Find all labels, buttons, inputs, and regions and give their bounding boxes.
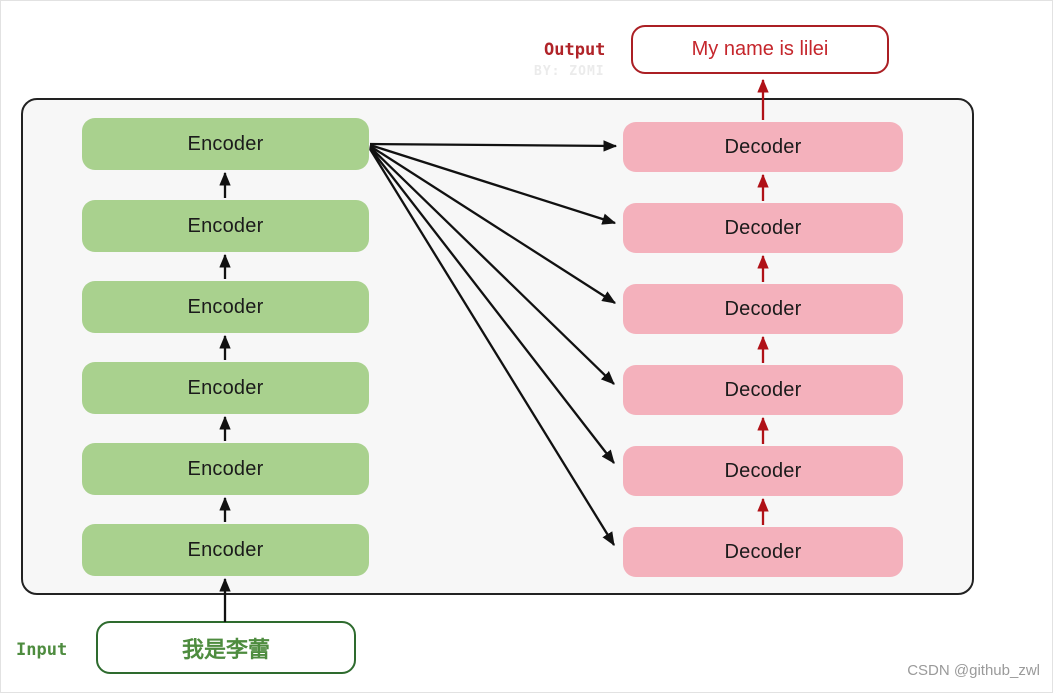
encoder-box-1: Encoder [82, 118, 369, 170]
input-text: 我是李蕾 [181, 636, 270, 662]
decoder-box-1: Decoder [623, 122, 903, 172]
output-text: My name is lilei [691, 38, 829, 60]
transformer-panel [21, 98, 974, 595]
encoder-box-5: Encoder [82, 443, 369, 495]
decoder-box-6: Decoder [623, 527, 903, 577]
output-label: Output [544, 40, 606, 60]
watermark-csdn: CSDN @github_zwl [907, 662, 1040, 679]
input-label: Input [16, 640, 68, 660]
output-box: My name is lilei [631, 25, 889, 74]
decoder-box-2: Decoder [623, 203, 903, 253]
encoder-box-3: Encoder [82, 281, 369, 333]
decoder-box-4: Decoder [623, 365, 903, 415]
decoder-box-5: Decoder [623, 446, 903, 496]
input-box: 我是李蕾 [96, 621, 356, 674]
encoder-box-6: Encoder [82, 524, 369, 576]
watermark-by-zomi: BY: ZOMI [534, 64, 605, 79]
decoder-box-3: Decoder [623, 284, 903, 334]
encoder-box-2: Encoder [82, 200, 369, 252]
encoder-box-4: Encoder [82, 362, 369, 414]
